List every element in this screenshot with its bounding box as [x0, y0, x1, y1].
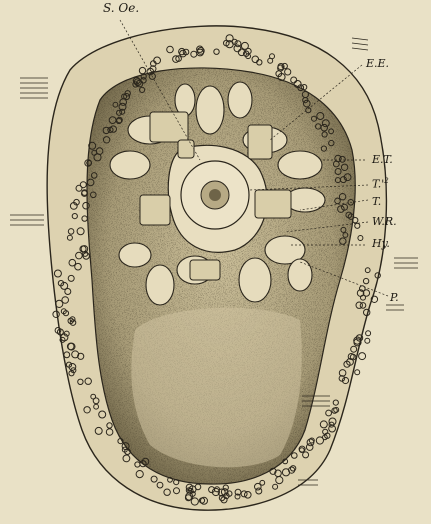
label-t-prime-sup: 2 — [384, 177, 388, 185]
cell — [366, 331, 371, 336]
label-s-oe: S. Oe. — [103, 2, 139, 14]
cell — [355, 370, 360, 375]
label-p: P. — [390, 292, 399, 303]
cell — [359, 353, 366, 360]
label-t-prime: T.'2 — [372, 178, 389, 190]
label-t: T. — [372, 196, 381, 207]
yolk-region — [131, 308, 301, 468]
label-ee: E.E. — [366, 58, 389, 69]
label-hy: Hy. — [372, 238, 390, 249]
central-body — [168, 145, 267, 252]
label-wr: W.R. — [372, 216, 397, 227]
label-t-prime-text: T.' — [372, 178, 384, 191]
label-et: E.T. — [372, 154, 393, 165]
cell — [365, 338, 370, 343]
